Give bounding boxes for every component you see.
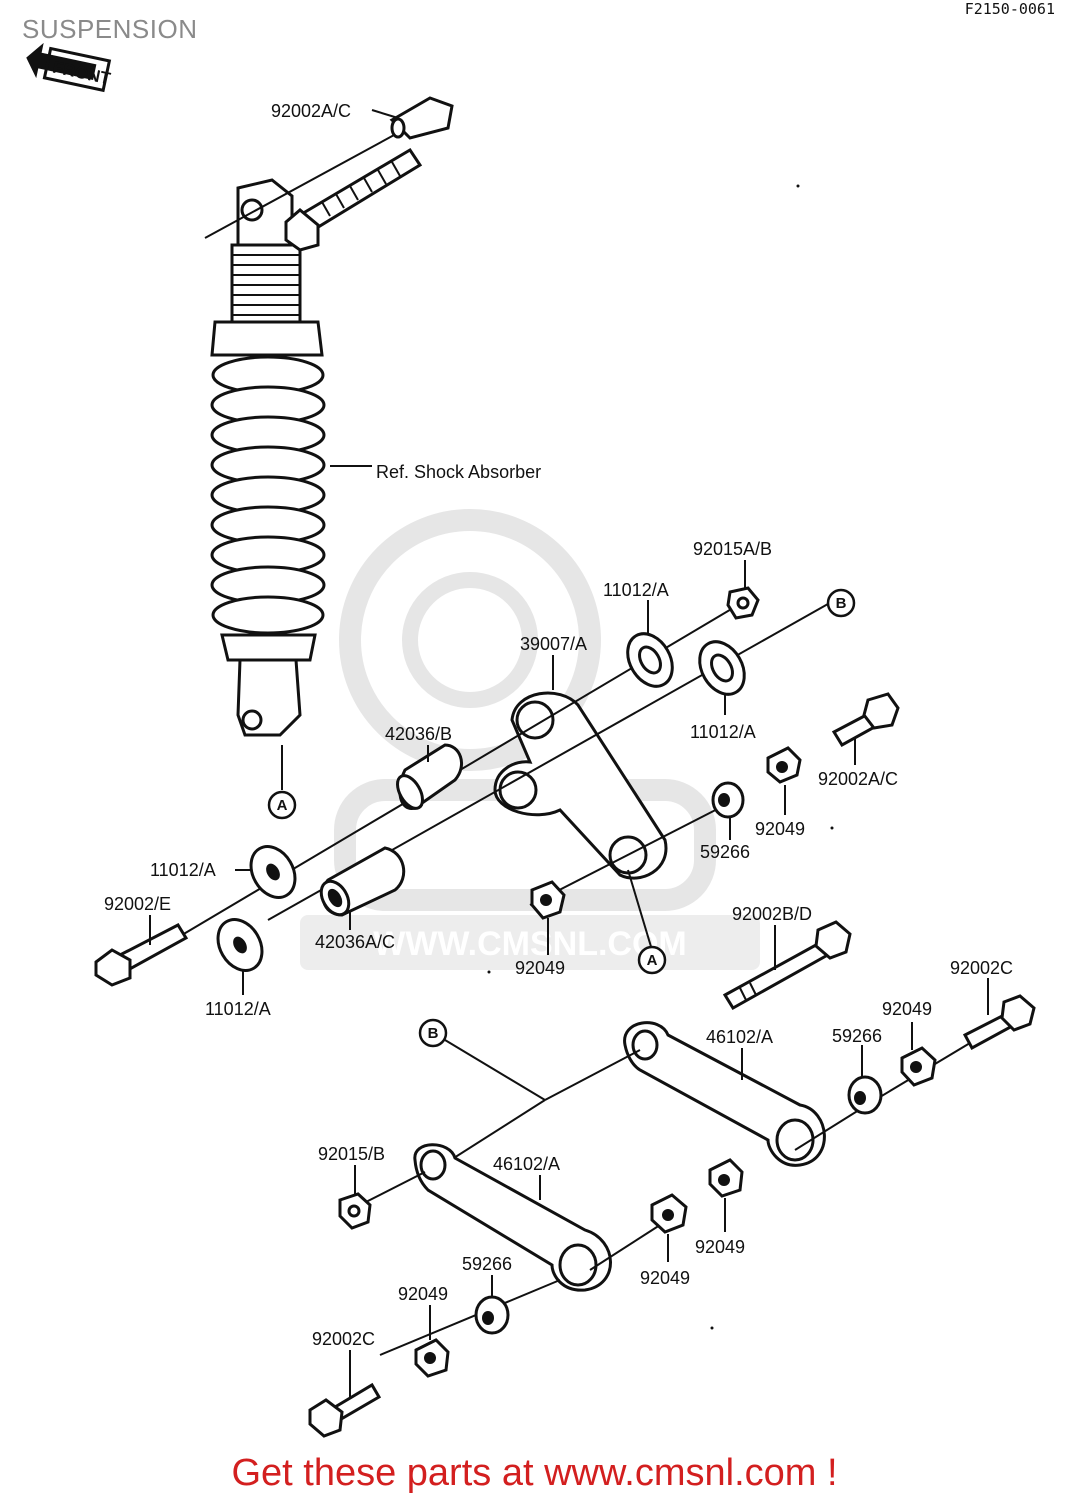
shock-upper-bolt: [204, 96, 454, 252]
shock-absorber: [210, 178, 326, 737]
front-arrow-icon: FRONT: [26, 42, 113, 93]
oil-seal-left-b: [216, 918, 264, 972]
collar-far-right: [847, 1075, 883, 1115]
label-nut-link-lower: 92049: [640, 1268, 690, 1288]
label-bolt-lower: 92002C: [312, 1329, 375, 1349]
oil-seal-right: [698, 640, 746, 696]
nut-center: [530, 880, 566, 920]
label-sleeve: 42036/B: [385, 724, 452, 744]
label-nut-lower: 92049: [398, 1284, 448, 1304]
pivot-bolt-right: [831, 692, 900, 748]
tie-rod-upper: [623, 1021, 826, 1167]
label-bolt-right: 92002A/C: [818, 769, 898, 789]
label-seal-right: 11012/A: [690, 722, 756, 742]
footer-link[interactable]: Get these parts at www.cmsnl.com !: [231, 1452, 838, 1494]
label-nut-link-right: 92049: [695, 1237, 745, 1257]
long-bolt: [722, 920, 852, 1011]
needle-bearing: [319, 846, 406, 917]
oil-seal-upper: [626, 632, 674, 688]
label-link-upper: 46102/A: [706, 1027, 773, 1047]
label-rocker: 39007/A: [520, 634, 587, 654]
nut-far-right: [900, 1046, 937, 1087]
label-nut-top: 92015A/B: [693, 539, 772, 559]
nut-top: [726, 586, 760, 620]
oil-seal-left-a: [249, 845, 297, 899]
svg-text:A: A: [277, 797, 288, 814]
label-seal-left-b: 11012/A: [205, 999, 271, 1019]
svg-text:B: B: [836, 595, 847, 612]
label-seal-upper: 11012/A: [603, 580, 669, 600]
rocker-arm: [493, 691, 668, 880]
label-shock-bolt-top: 92002A/C: [271, 101, 351, 121]
label-collar-right: 59266: [700, 842, 750, 862]
label-seal-left-a: 11012/A: [150, 860, 216, 880]
label-nut-link: 92015/B: [318, 1144, 385, 1164]
label-bearing: 42036A/C: [315, 932, 395, 952]
tie-rod-lower: [413, 1143, 612, 1292]
diagram-code: F2150-0061: [964, 0, 1055, 18]
nut-lower: [414, 1338, 450, 1378]
label-bolt-long: 92002B/D: [732, 904, 812, 924]
sleeve: [396, 743, 463, 810]
ref-marker-a-shock: A: [267, 790, 297, 820]
label-bolt-left: 92002/E: [104, 894, 171, 914]
label-collar-lower: 59266: [462, 1254, 512, 1274]
collar-lower: [474, 1295, 510, 1335]
label-nut-far-right: 92049: [882, 999, 932, 1019]
label-nut-right: 92049: [755, 819, 805, 839]
nut-link-lower: [650, 1193, 688, 1234]
page-title: SUSPENSION: [22, 14, 198, 44]
label-ref-shock: Ref. Shock Absorber: [376, 462, 541, 482]
link-bolt-lower: [308, 1382, 382, 1438]
watermark-text: WWW.CMSNL.COM: [373, 925, 687, 963]
ref-marker-b-link: B: [418, 1018, 448, 1048]
label-nut-center: 92049: [515, 958, 565, 978]
nut-link: [338, 1192, 372, 1230]
pivot-bolt-left: [94, 923, 189, 987]
nut-link-right: [708, 1158, 744, 1198]
nut-right: [766, 746, 802, 784]
svg-text:B: B: [428, 1025, 439, 1042]
label-collar-far-right: 59266: [832, 1026, 882, 1046]
ref-marker-a-rocker: A: [637, 945, 667, 975]
label-link-lower: 46102/A: [493, 1154, 560, 1174]
svg-text:A: A: [647, 952, 658, 969]
link-bolt-right: [962, 994, 1036, 1051]
ref-marker-b-top: B: [826, 588, 856, 618]
label-bolt-far-right: 92002C: [950, 958, 1013, 978]
collar-right: [711, 781, 745, 819]
